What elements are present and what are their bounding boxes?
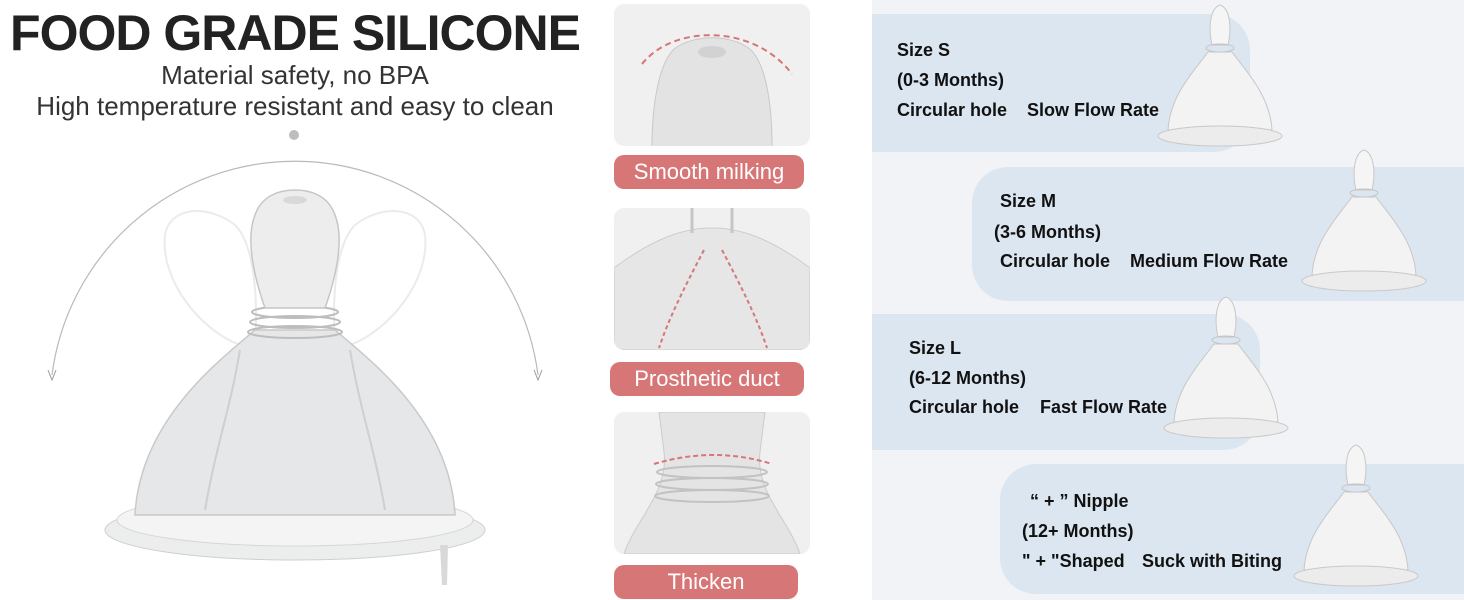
nipple-size-l-icon xyxy=(1163,296,1289,439)
nipple-illustration xyxy=(47,130,543,585)
size-l-age: (6-12 Months) xyxy=(909,368,1026,388)
size-m-age: (3-6 Months) xyxy=(994,222,1101,242)
size-plus-hole: " + "Shaped xyxy=(1022,551,1125,571)
duct-icon xyxy=(614,208,810,350)
feature-label-thicken: Thicken xyxy=(614,565,798,599)
size-plus-age: (12+ Months) xyxy=(1022,521,1134,541)
size-s-hole: Circular hole xyxy=(897,100,1008,120)
feature-label-smooth-milking: Smooth milking xyxy=(614,155,804,189)
teat-tip-icon xyxy=(641,34,793,146)
nipple-size-s-icon xyxy=(1157,4,1283,147)
size-s-flow: Slow Flow Rate xyxy=(1027,100,1160,120)
subtitle-safety: Material safety, no BPA xyxy=(161,60,429,90)
size-m-flow: Medium Flow Rate xyxy=(1130,251,1289,271)
size-l-flow: Fast Flow Rate xyxy=(1040,397,1168,417)
size-plus-name: “ + ” Nipple xyxy=(1030,491,1129,511)
nipple-plus-icon xyxy=(1293,444,1419,587)
size-m-name: Size M xyxy=(1000,191,1057,211)
middle-panel: Smooth milking Prosthetic duct Thicken xyxy=(598,0,820,600)
nipple-size-m-icon xyxy=(1301,149,1427,292)
size-plus-flow: Suck with Biting xyxy=(1142,551,1283,571)
headline: FOOD GRADE SILICONE xyxy=(10,5,581,61)
size-m-hole: Circular hole xyxy=(1000,251,1111,271)
feature-label-prosthetic-duct: Prosthetic duct xyxy=(610,362,804,396)
size-s-age: (0-3 Months) xyxy=(897,70,1004,90)
size-l-name: Size L xyxy=(909,338,962,358)
feature-image-smooth xyxy=(614,4,810,146)
thick-ring-icon xyxy=(623,412,801,554)
subtitle-heat: High temperature resistant and easy to c… xyxy=(36,91,554,121)
size-l-hole: Circular hole xyxy=(909,397,1020,417)
left-panel: FOOD GRADE SILICONE Material safety, no … xyxy=(0,0,590,600)
feature-image-thicken xyxy=(614,412,810,554)
size-s-name: Size S xyxy=(897,40,951,60)
feature-image-duct xyxy=(614,208,810,350)
right-panel: Size S (0-3 Months) Circular hole Slow F… xyxy=(872,0,1464,600)
